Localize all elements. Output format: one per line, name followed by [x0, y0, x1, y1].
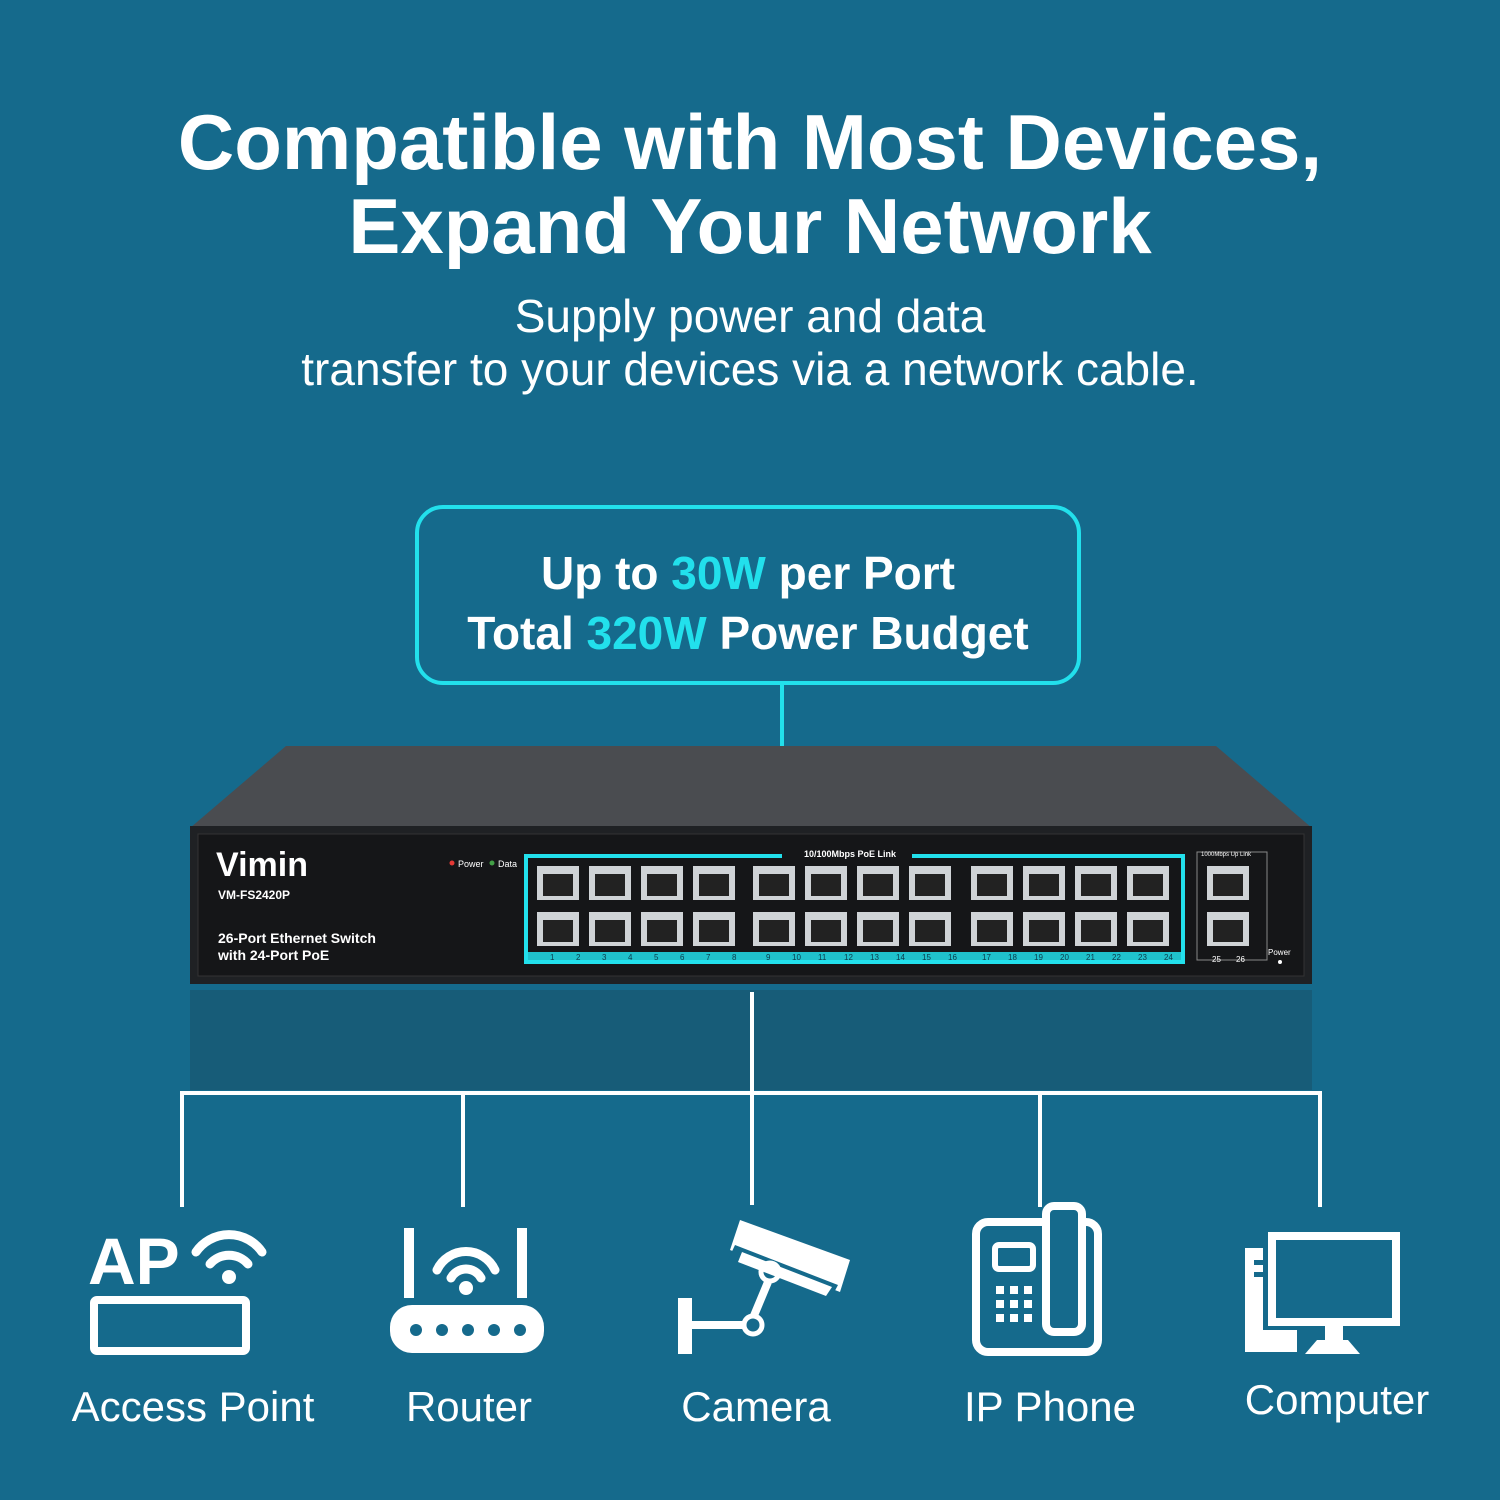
port-number-label: 6 [680, 953, 685, 962]
device-label-router: Router [405, 1383, 533, 1430]
port-number-label: 12 [844, 953, 853, 962]
spec-per-port-value: 30W [671, 547, 766, 599]
access-point-icon: AP [88, 1224, 267, 1355]
device-label-ip-phone: IP Phone [963, 1383, 1137, 1430]
svg-text:AP: AP [88, 1224, 180, 1298]
subheading: Supply power and data transfer to your d… [0, 290, 1500, 396]
spec-total-budget-value: 320W [586, 607, 707, 659]
port-number-label: 17 [982, 953, 991, 962]
headline-line1: Compatible with Most Devices, [177, 98, 1323, 186]
port-number-label: 24 [1164, 953, 1173, 962]
router-icon [390, 1228, 544, 1353]
camera-icon [678, 1220, 850, 1354]
power-led [449, 860, 455, 866]
data-led [489, 860, 495, 866]
port-number-label: 8 [732, 953, 737, 962]
power-spec-box: Up to 30W per Port Total 320W Power Budg… [415, 505, 1081, 685]
spec-line2: Total 320W Power Budget [467, 607, 1029, 659]
uplink-label: 1000Mbps Up Link [1201, 852, 1252, 858]
port-number-label: 3 [602, 953, 607, 962]
port-number-label: 4 [628, 953, 633, 962]
poe-link-label: 10/100Mbps PoE Link [804, 849, 897, 859]
port-number-label: 15 [922, 953, 931, 962]
port-number-label: 7 [706, 953, 711, 962]
port-number-label: 14 [896, 953, 905, 962]
port-number-label: 13 [870, 953, 879, 962]
data-led-label: Data [498, 859, 517, 869]
power-indicator [1278, 960, 1282, 964]
port-number-label: 19 [1034, 953, 1043, 962]
device-label-camera: Camera [681, 1383, 831, 1430]
port-number-label: 18 [1008, 953, 1017, 962]
port-number-label: 1 [550, 953, 555, 962]
power-label: Power [1268, 948, 1291, 957]
switch-desc-line1: 26-Port Ethernet Switch [218, 930, 376, 946]
port-number-label: 2 [576, 953, 581, 962]
power-led-label: Power [458, 859, 484, 869]
ip-phone-icon [972, 1202, 1102, 1356]
uplink-number-26: 26 [1236, 955, 1245, 964]
port-number-label: 5 [654, 953, 659, 962]
uplink-frame [1196, 851, 1268, 961]
spec-line1: Up to 30W per Port [540, 547, 956, 599]
port-number-label: 20 [1060, 953, 1069, 962]
subheading-line1: Supply power and data [514, 290, 986, 342]
port-number-label: 21 [1086, 953, 1095, 962]
subheading-line2: transfer to your devices via a network c… [301, 343, 1199, 395]
port-number-label: 16 [948, 953, 957, 962]
port-number-strip [528, 952, 1181, 961]
switch-top [190, 746, 1312, 828]
device-label-access-point: Access Point [71, 1383, 315, 1430]
device-label-computer: Computer [1244, 1376, 1430, 1423]
computer-icon [1245, 1228, 1403, 1354]
port-number-label: 9 [766, 953, 771, 962]
headline-line2: Expand Your Network [348, 182, 1152, 270]
poe-port-grid [537, 866, 1169, 946]
port-number-label: 11 [818, 953, 827, 962]
switch-model: VM-FS2420P [218, 888, 290, 902]
uplink-number-25: 25 [1212, 955, 1221, 964]
poe-label-bg [782, 848, 912, 860]
port-number-label: 22 [1112, 953, 1121, 962]
switch-desc-line2: with 24-Port PoE [217, 947, 329, 963]
port-number-label: 23 [1138, 953, 1147, 962]
port-number-label: 10 [792, 953, 801, 962]
uplink-port-group [1207, 866, 1249, 946]
headline: Compatible with Most Devices, Expand You… [0, 100, 1500, 268]
switch-brand: Vimin [216, 846, 308, 884]
